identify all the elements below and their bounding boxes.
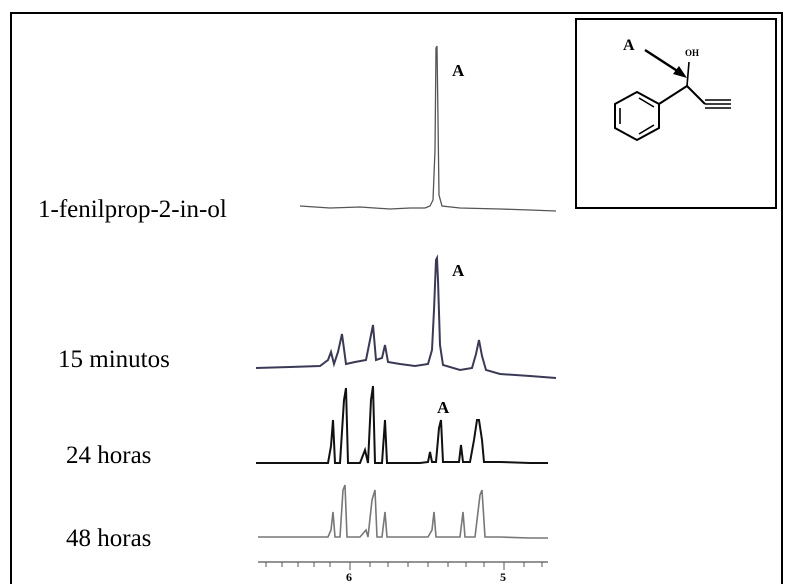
label-24-hours: 24 horas [66,442,152,469]
tick-label-6: 6 [346,570,352,584]
benzene-ring [614,90,660,142]
arrow-shaft [644,48,680,74]
figure-frame [10,12,783,584]
spectrum-48-hours [258,484,548,539]
label-48-hours: 48 horas [66,525,152,552]
molecule-structure: OH A [614,37,731,142]
tick-label-5: 5 [500,570,506,584]
spectrum-15-minutes [255,254,557,379]
peak-marker-a-2: A [452,261,465,280]
peak-marker-a-1: A [452,61,465,80]
axis-ticks [265,562,543,570]
spectrum-24-hours [256,385,548,464]
label-15-minutes: 15 minutos [58,346,170,373]
molecule-inset: OH A [575,18,777,209]
arrow-label-a: A [623,37,635,54]
label-reagent: 1-fenilprop-2-in-ol [38,196,227,223]
peak-marker-a-3: A [437,398,450,417]
hydroxyl-label: OH [685,48,699,58]
arrow-head [673,66,687,78]
spectrum-reagent [299,45,557,212]
